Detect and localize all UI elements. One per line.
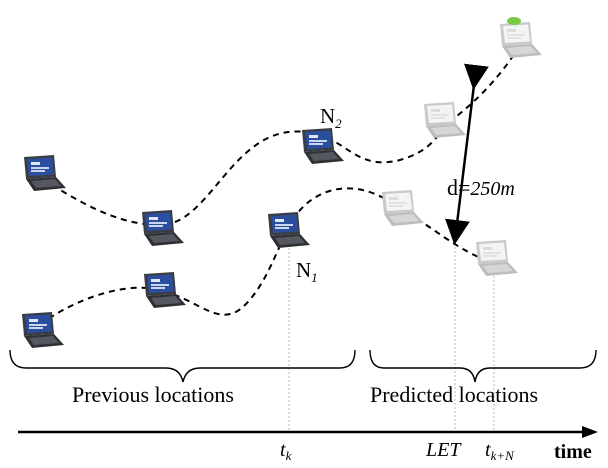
distance-arrow: [445, 63, 489, 245]
faded-laptop-icon: [500, 22, 542, 58]
node1-label: N1: [296, 258, 318, 285]
predicted-locations-brace: [369, 349, 597, 383]
predicted-locations-label: Predicted locations: [370, 382, 538, 407]
laptop-icon: [142, 210, 184, 246]
laptop-icon: [302, 128, 344, 164]
laptop-icon: [22, 312, 64, 348]
distance-label: d=250m: [447, 175, 515, 200]
previous-locations-label: Previous locations: [72, 382, 234, 407]
tk-label: tk: [280, 439, 292, 463]
laptop-icon: [268, 212, 310, 248]
time-label: time: [554, 441, 592, 463]
tkn-label: tk+N: [485, 439, 515, 463]
node1-trajectory: [39, 187, 486, 326]
time-axis-arrowhead: [582, 426, 598, 438]
faded-laptop-icon: [424, 102, 466, 138]
faded-laptop-icon: [382, 190, 424, 226]
laptop-icon: [144, 272, 186, 308]
previous-locations-brace: [9, 349, 356, 383]
node2-label: N2: [320, 104, 342, 131]
laptop-icon: [24, 155, 66, 191]
green-indicator-icon: [507, 17, 521, 25]
let-label: LET: [425, 439, 462, 461]
faded-laptop-icon: [476, 240, 518, 276]
